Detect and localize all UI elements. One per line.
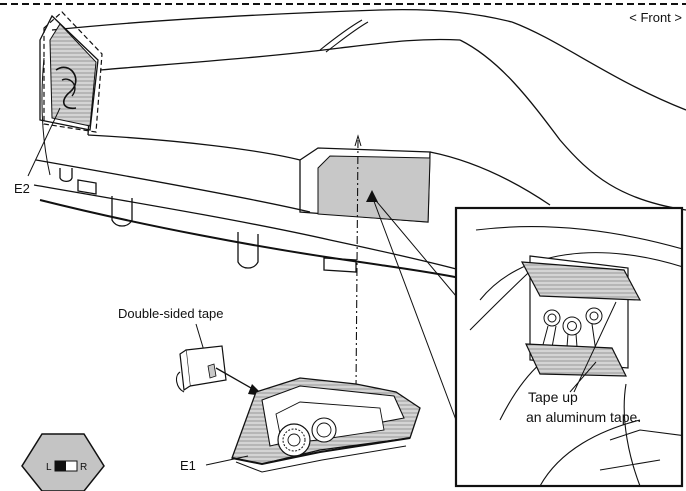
- tape-up-label-line2: an aluminum tape.: [526, 409, 641, 425]
- tape-up-leaders: [569, 301, 617, 393]
- detail-inset: Tape up an aluminum tape.: [454, 206, 684, 488]
- e1-leader-line: [205, 455, 249, 466]
- double-sided-tape-label: Double-sided tape: [118, 306, 224, 321]
- upper-aluminum-tape: [520, 261, 642, 301]
- alignment-line: [355, 139, 359, 391]
- double-sided-tape-piece: [175, 345, 227, 393]
- side-marker-lamp: [43, 11, 103, 133]
- e1-label: E1: [180, 458, 196, 473]
- e2-label: E2: [14, 181, 30, 196]
- lower-aluminum-tape: [525, 343, 627, 377]
- tape-up-label-line1: Tape up: [528, 389, 578, 405]
- headlamp-assembly: [231, 377, 421, 473]
- detail-leader-lines: [371, 195, 457, 421]
- connector-group: [539, 307, 603, 361]
- e2-leader-line: [27, 107, 61, 177]
- vehicle-front: [33, 8, 686, 279]
- badge-right-letter: R: [80, 462, 87, 473]
- badge-left-letter: L: [46, 462, 52, 473]
- front-view-label: < Front >: [629, 10, 682, 25]
- lr-side-badge: L R: [21, 433, 105, 491]
- headlamp-mounting-area: [317, 155, 431, 223]
